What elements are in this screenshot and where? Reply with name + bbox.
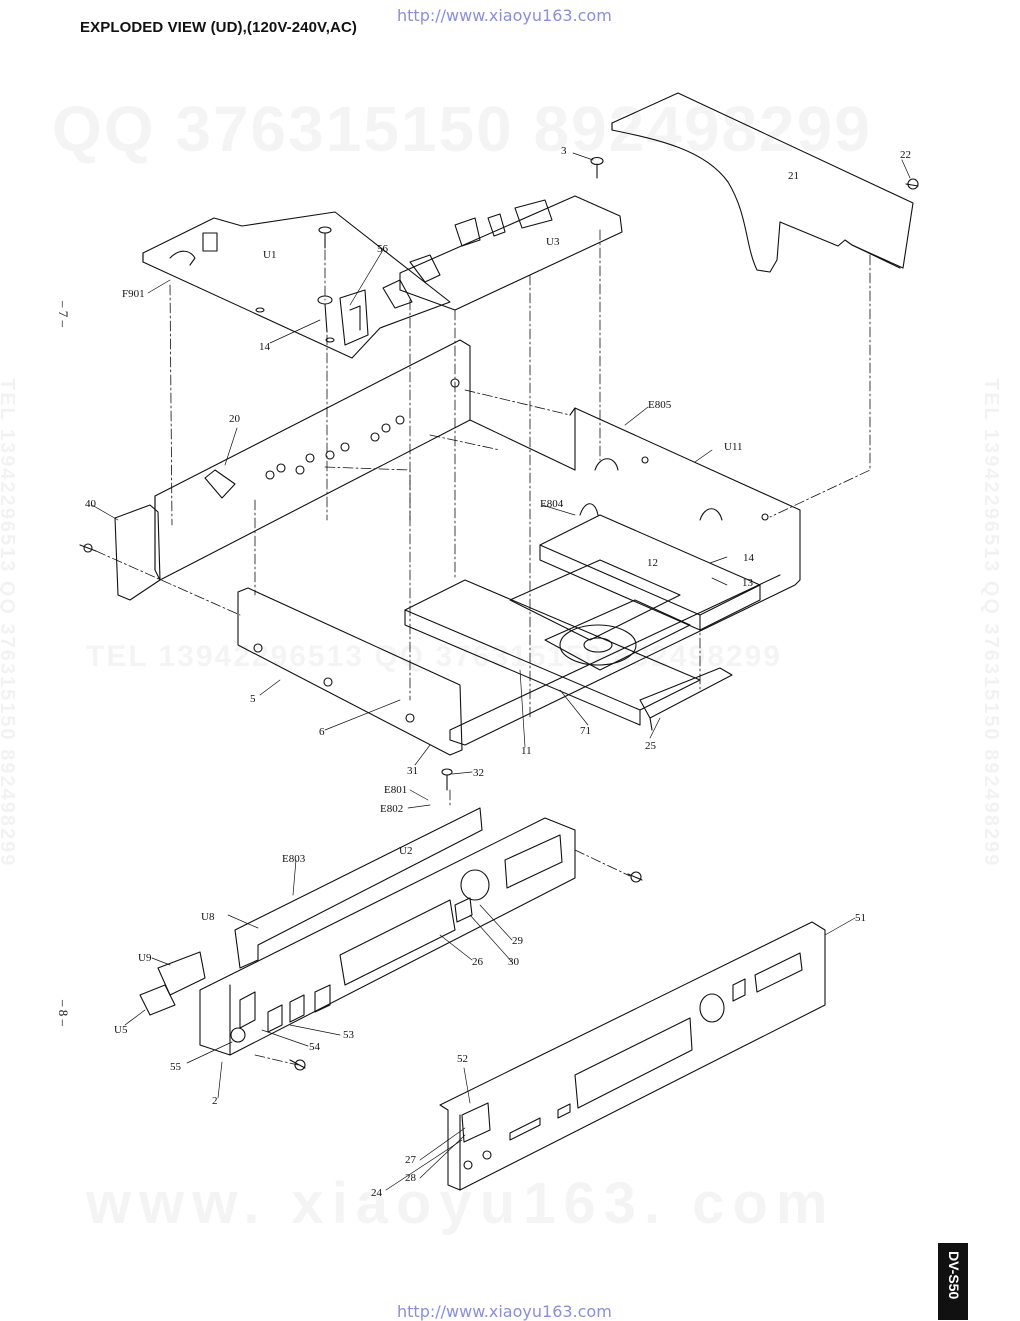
callout-32: 32	[473, 767, 484, 779]
callout-u8: U8	[201, 911, 215, 923]
callout-e804: E804	[540, 498, 564, 510]
bottom-frame	[237, 587, 463, 756]
callout-53: 53	[343, 1029, 354, 1041]
callout-21: 21	[788, 170, 799, 182]
callout-14-top: 14	[259, 341, 270, 353]
pcb-u1	[142, 211, 451, 359]
page-title: EXPLODED VIEW (UD),(120V-240V,AC)	[80, 19, 357, 36]
screws-top	[590, 156, 919, 190]
callout-40: 40	[85, 498, 96, 510]
callout-e802: E802	[380, 803, 404, 815]
front-panel	[439, 921, 826, 1191]
callout-51: 51	[855, 912, 866, 924]
foot-screw	[441, 768, 453, 791]
callout-55: 55	[170, 1061, 181, 1073]
watermark-www: www. xiaoyu163. com	[86, 1170, 835, 1237]
callout-f901: F901	[122, 288, 145, 300]
callout-52: 52	[457, 1053, 468, 1065]
screws-front	[289, 871, 643, 1071]
main-chassis	[449, 407, 801, 746]
callout-u9: U9	[138, 952, 152, 964]
source-url-top[interactable]: http://www.xiaoyu163.com	[397, 6, 612, 25]
side-rail	[639, 667, 733, 731]
callout-20: 20	[229, 413, 240, 425]
callout-13: 13	[742, 577, 753, 589]
pcb-u9	[139, 951, 206, 1016]
assembly-guides	[95, 229, 871, 1066]
top-cover	[611, 92, 914, 273]
callout-2: 2	[212, 1095, 218, 1107]
callout-31: 31	[407, 765, 418, 777]
model-side-tab: DV-S50	[938, 1243, 968, 1320]
callout-26: 26	[472, 956, 483, 968]
callout-29: 29	[512, 935, 523, 947]
leader-lines	[91, 152, 911, 1191]
callout-e805: E805	[648, 399, 672, 411]
callout-u11: U11	[724, 441, 743, 453]
callout-22: 22	[900, 149, 911, 161]
callout-u1: U1	[263, 249, 277, 261]
source-url-bottom[interactable]: http://www.xiaoyu163.com	[397, 1302, 612, 1321]
callout-u5: U5	[114, 1024, 128, 1036]
callout-14-right: 14	[743, 552, 754, 564]
callout-3: 3	[561, 145, 567, 157]
pcb-u3	[382, 195, 623, 311]
callout-71: 71	[580, 725, 591, 737]
front-chassis	[199, 817, 576, 1056]
callout-28: 28	[405, 1172, 416, 1184]
callout-12: 12	[647, 557, 658, 569]
pcb-u8	[234, 807, 483, 969]
screw-and-holder	[317, 226, 369, 346]
callout-54: 54	[309, 1041, 320, 1053]
callout-25: 25	[645, 740, 656, 752]
callout-11: 11	[521, 745, 532, 757]
callout-u3: U3	[546, 236, 560, 248]
callout-6: 6	[319, 726, 325, 738]
callout-24: 24	[371, 1187, 382, 1199]
callout-30: 30	[508, 956, 519, 968]
disc-loader	[404, 503, 761, 726]
callout-27: 27	[405, 1154, 416, 1166]
watermark-qq: QQ 376315150 892498299	[52, 92, 872, 166]
rear-panel	[154, 339, 471, 581]
callout-e803: E803	[282, 853, 306, 865]
callout-e801: E801	[384, 784, 408, 796]
callout-5: 5	[250, 693, 256, 705]
watermark-tel: TEL 13942296513 QQ 376315150 892498299	[86, 640, 782, 674]
side-bracket	[79, 504, 161, 601]
callout-56: 56	[377, 243, 388, 255]
callout-u2: U2	[399, 845, 413, 857]
